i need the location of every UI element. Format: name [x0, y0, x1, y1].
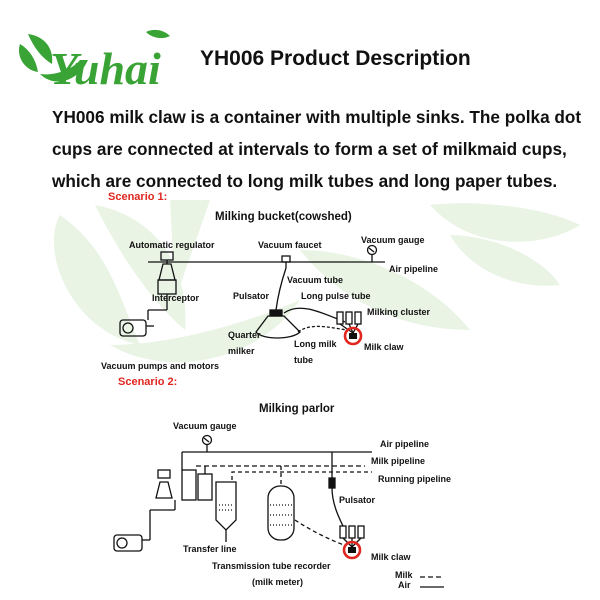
- milking-bucket-icon: [255, 315, 301, 339]
- label-transfer-line: Transfer line: [183, 544, 237, 554]
- description-paragraph: YH006 milk claw is a container with mult…: [52, 101, 592, 197]
- receiver-icon: [181, 469, 197, 501]
- label-air-pipeline-2: Air pipeline: [380, 439, 430, 449]
- legend-air: Air: [398, 580, 411, 590]
- vacuum-gauge-icon: [366, 244, 378, 256]
- yuhai-logo: Yuhai: [18, 29, 170, 94]
- label-long-pulse-tube: Long pulse tube: [301, 291, 371, 301]
- label-running-pipeline: Running pipeline: [378, 474, 451, 484]
- milk-claw-highlight: [343, 326, 363, 346]
- pulsator-icon-2: [328, 477, 336, 489]
- vacuum-pump-icon-2: [113, 500, 176, 552]
- running-pipeline-line: [231, 471, 372, 480]
- scenario2-title: Milking parlor: [259, 403, 335, 415]
- label-vacuum-faucet: Vacuum faucet: [258, 240, 322, 250]
- vacuum-tube-line: [275, 267, 287, 311]
- automatic-regulator-icon: [158, 251, 176, 281]
- label-milk-pipeline: Milk pipeline: [371, 456, 426, 466]
- label-pulsator: Pulsator: [233, 291, 270, 301]
- label-long-milk: Long milk: [294, 339, 337, 349]
- label-tube: tube: [294, 355, 313, 365]
- label-recorder: Transmission tube recorder: [212, 561, 331, 571]
- scenario2-label: Scenario 2:: [118, 376, 178, 388]
- label-vacuum-pumps: Vacuum pumps and motors: [101, 361, 220, 371]
- legend-milk: Milk: [395, 570, 413, 580]
- scenario2-diagram: [113, 434, 444, 588]
- long-milk-tube-line-2: [294, 519, 345, 546]
- description-line: cups are connected at intervals to form …: [52, 139, 567, 159]
- long-pulse-tube-line: [283, 307, 346, 323]
- label-milking-cluster: Milking cluster: [367, 307, 431, 317]
- label-vacuum-gauge: Vacuum gauge: [361, 235, 425, 245]
- recorder-jar-icon: [267, 466, 295, 541]
- scenario1-label: Scenario 1:: [108, 191, 168, 203]
- logo-text: Yuhai: [50, 43, 161, 94]
- interceptor-icon: [148, 279, 177, 311]
- milking-cluster-icon-2: [339, 525, 365, 548]
- label-interceptor: Interceptor: [152, 293, 200, 303]
- vacuum-pump-icon: [119, 310, 154, 337]
- sanitary-trap-icon: [197, 473, 213, 501]
- label-vacuum-gauge-2: Vacuum gauge: [173, 421, 237, 431]
- pulsator-icon: [269, 309, 283, 317]
- description-line: YH006 milk claw is a container with mult…: [52, 107, 582, 127]
- vacuum-faucet-icon: [281, 255, 291, 268]
- label-milker: milker: [228, 346, 255, 356]
- label-automatic-regulator: Automatic regulator: [129, 240, 215, 250]
- description-line: which are connected to long milk tubes a…: [52, 171, 558, 191]
- label-milk-claw: Milk claw: [364, 342, 404, 352]
- label-milk-meter: (milk meter): [252, 577, 304, 587]
- label-milk-claw-2: Milk claw: [371, 552, 411, 562]
- transfer-tank-icon: [215, 481, 237, 531]
- label-quarter: Quarter: [228, 330, 261, 340]
- label-air-pipeline: Air pipeline: [389, 264, 439, 274]
- label-pulsator-2: Pulsator: [339, 495, 376, 505]
- scenario1-title: Milking bucket(cowshed): [215, 211, 352, 223]
- long-milk-tube-line: [297, 325, 349, 333]
- page-title: YH006 Product Description: [200, 47, 471, 70]
- label-vacuum-tube: Vacuum tube: [287, 275, 344, 285]
- scenario1-diagram: [119, 244, 385, 346]
- milk-claw-highlight-2: [342, 540, 362, 560]
- regulator-icon-2: [155, 469, 173, 499]
